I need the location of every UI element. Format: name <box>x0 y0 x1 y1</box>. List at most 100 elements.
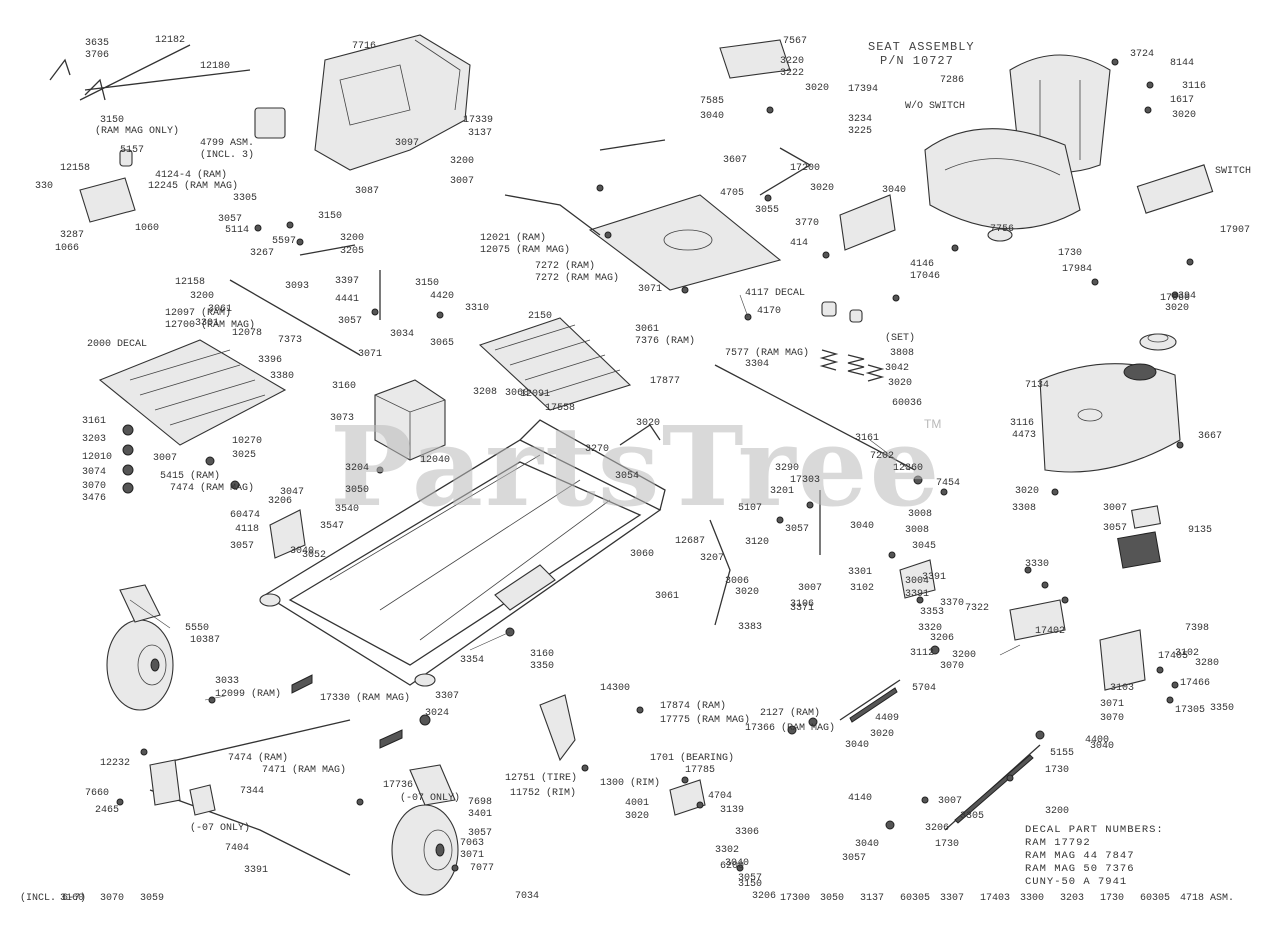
part-number-label: 3396 <box>258 355 282 366</box>
part-number-label: 3054 <box>615 471 639 482</box>
part-number-label: 3061 <box>208 304 232 315</box>
part-number-label: 3020 <box>810 183 834 194</box>
part-number-label: 7034 <box>515 891 539 902</box>
part-number-label: 17339 <box>463 115 493 126</box>
part-number-label: 3270 <box>585 444 609 455</box>
watermark: PartsTree <box>330 402 942 531</box>
tank-label-plate <box>1117 505 1162 569</box>
part-number-label: 3305 <box>960 811 984 822</box>
part-number-label: 3071 <box>638 284 662 295</box>
part-number-label: 3070 <box>100 893 124 904</box>
part-number-label: 1730 <box>1100 893 1124 904</box>
part-number-label: 4409 <box>875 713 899 724</box>
part-number-label: 3330 <box>1025 559 1049 570</box>
hardware <box>116 58 1194 872</box>
part-number-label: 3401 <box>468 809 492 820</box>
part-number-label: 3040 <box>845 740 869 751</box>
part-number-label: 3074 <box>82 467 106 478</box>
part-number-label: 7585 <box>700 96 724 107</box>
part-number-label: 1066 <box>55 243 79 254</box>
deck-plate <box>588 194 782 291</box>
part-number-label: 7398 <box>1185 623 1209 634</box>
part-number-label: 3057 <box>1103 523 1127 534</box>
part-number-label: 8144 <box>1170 58 1194 69</box>
part-number-label: 7376 (RAM) <box>635 335 695 347</box>
part-number-label: 12360 <box>893 463 923 474</box>
part-number-label: 7660 <box>85 788 109 799</box>
part-number-label: 6200 <box>720 861 744 872</box>
part-number-label: 3007 <box>450 176 474 187</box>
part-number-label: 7756 <box>990 224 1014 235</box>
part-number-label: 3300 <box>1020 893 1044 904</box>
part-number-label: 12040 <box>420 455 450 466</box>
part-number-label: 17402 <box>1035 626 1065 637</box>
part-number-label: 4146 <box>910 259 934 270</box>
part-number-label: 5597 <box>272 236 296 247</box>
part-number-label: 3391 <box>244 865 268 876</box>
part-number-label: 3007 <box>798 583 822 594</box>
part-number-label: 60036 <box>892 398 922 409</box>
part-number-label: 3607 <box>723 155 747 166</box>
part-number-label: 1730 <box>935 839 959 850</box>
part-number-label: 3380 <box>270 371 294 382</box>
part-number-label: 3350 <box>1210 703 1234 714</box>
part-number-label: 7286 <box>940 75 964 86</box>
part-number-label: 5157 <box>120 145 144 156</box>
part-number-label: 12021 (RAM) <box>480 232 546 244</box>
part-number-label: 3150 <box>415 278 439 289</box>
part-number-label: 3200 <box>450 156 474 167</box>
part-number-label: 3203 <box>1060 893 1084 904</box>
part-number-label: 3052 <box>302 550 326 561</box>
part-number-label: 3040 <box>850 521 874 532</box>
part-number-label: 3070 <box>1100 713 1124 724</box>
part-number-label: 3047 <box>280 487 304 498</box>
decal-table: DECAL PART NUMBERS: RAM 17792 RAM MAG 44… <box>1025 824 1163 888</box>
part-number-label: 17877 <box>650 376 680 387</box>
part-number-label: 3201 <box>770 486 794 497</box>
part-number-label: 12245 (RAM MAG) <box>148 180 238 192</box>
part-number-label: 3307 <box>435 691 459 702</box>
part-number-label: 3120 <box>745 537 769 548</box>
part-number-label: 60474 <box>230 510 260 521</box>
part-number-label: 3034 <box>390 329 414 340</box>
part-number-label: 3057 <box>230 541 254 552</box>
part-number-label: 3150 <box>318 211 342 222</box>
part-number-label: 17785 <box>685 765 715 776</box>
part-number-label: 3070 <box>82 481 106 492</box>
part-number-label: (INCL. 3) <box>200 149 254 161</box>
part-number-label: 3150 <box>738 879 762 890</box>
main-frame <box>259 419 666 687</box>
part-number-label: 17466 <box>1180 678 1210 689</box>
part-number-label: 5704 <box>912 683 936 694</box>
part-number-label: 12097 (RAM) <box>165 307 231 319</box>
part-number-label: 12700 (RAM MAG) <box>165 319 255 331</box>
part-number-label: 1701 (BEARING) <box>650 752 734 764</box>
part-number-label: 2000 DECAL <box>87 339 147 350</box>
part-number-label: 1300 (RIM) <box>600 777 660 789</box>
part-number-label: 3371 <box>790 603 814 614</box>
part-number-label: 17330 (RAM MAG) <box>320 692 410 704</box>
part-number-label: 3061 <box>655 591 679 602</box>
part-number-label: 3071 <box>358 349 382 360</box>
part-number-label: 17305 <box>1175 705 1205 716</box>
part-number-label: 1060 <box>135 223 159 234</box>
part-number-label: 3310 <box>465 303 489 314</box>
floor-plate-left <box>98 339 287 446</box>
part-number-label: 3394 <box>1172 291 1196 302</box>
part-number-label: 3070 <box>940 661 964 672</box>
part-number-label: 17907 <box>1220 225 1250 236</box>
part-number-label: 3033 <box>215 676 239 687</box>
part-number-label: 3204 <box>345 463 369 474</box>
part-number-label: 2465 <box>95 805 119 816</box>
part-number-label: 3308 <box>1012 503 1036 514</box>
part-number-label: 12182 <box>155 35 185 46</box>
part-number-label: 3267 <box>250 248 274 259</box>
part-number-label: 12180 <box>200 61 230 72</box>
part-number-label: (-07 ONLY) <box>400 792 460 804</box>
part-number-label: 17403 <box>980 893 1010 904</box>
part-number-label: 3071 <box>460 850 484 861</box>
part-number-label: 12075 (RAM MAG) <box>480 244 570 256</box>
part-number-label: 3042 <box>885 363 909 374</box>
part-number-label: 3203 <box>82 434 106 445</box>
